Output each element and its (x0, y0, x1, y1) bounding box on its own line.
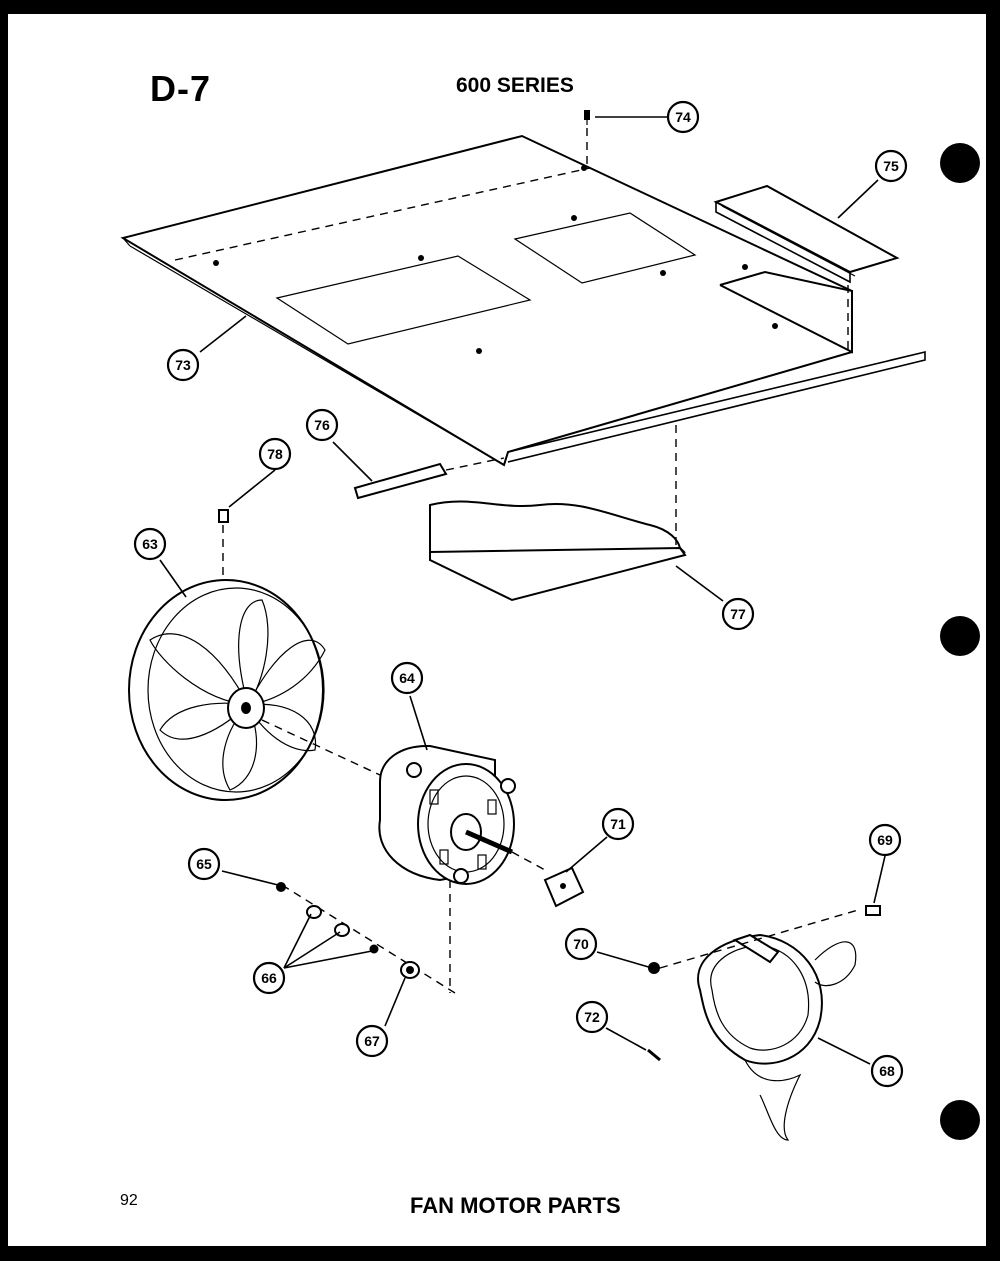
hardware-65-66-67-drawing (276, 880, 456, 994)
callout-69: 69 (868, 823, 902, 857)
insulation-77-drawing (429, 425, 687, 602)
callout-76: 76 (305, 408, 339, 442)
svg-text:69: 69 (877, 832, 893, 848)
callout-71: 71 (601, 807, 635, 841)
fan-blade-63-drawing (128, 579, 381, 801)
svg-text:64: 64 (399, 670, 415, 686)
svg-text:72: 72 (584, 1009, 600, 1025)
svg-text:68: 68 (879, 1063, 895, 1079)
callout-77: 77 (721, 597, 755, 631)
callout-66: 66 (252, 961, 286, 995)
callout-74: 74 (666, 100, 700, 134)
callout-64: 64 (390, 661, 424, 695)
svg-text:65: 65 (196, 856, 212, 872)
svg-text:74: 74 (675, 109, 691, 125)
fan-motor-64-drawing (378, 744, 546, 885)
callout-65: 65 (187, 847, 221, 881)
motor-mount-68-drawing (659, 909, 859, 1141)
page-code: D-7 (150, 68, 212, 109)
svg-text:78: 78 (267, 446, 283, 462)
screw-74-drawing (584, 110, 590, 165)
callout-67: 67 (355, 1024, 389, 1058)
svg-text:76: 76 (314, 417, 330, 433)
binder-hole-bottom (940, 1100, 980, 1140)
callout-78: 78 (258, 437, 292, 471)
svg-text:70: 70 (573, 936, 589, 952)
callout-72: 72 (575, 1000, 609, 1034)
leader-lines (159, 116, 886, 1065)
svg-text:77: 77 (730, 606, 746, 622)
svg-text:73: 73 (175, 357, 191, 373)
callout-70: 70 (564, 927, 598, 961)
svg-text:66: 66 (261, 970, 277, 986)
bracket-75-drawing (713, 184, 900, 355)
svg-text:75: 75 (883, 158, 899, 174)
footer-title: FAN MOTOR PARTS (410, 1193, 621, 1218)
callout-63: 63 (133, 527, 167, 561)
svg-text:67: 67 (364, 1033, 380, 1049)
series-title: 600 SERIES (456, 74, 574, 97)
hardware-69-70-72-drawing (647, 905, 881, 1062)
svg-text:71: 71 (610, 816, 626, 832)
top-panel-73-drawing (120, 134, 926, 467)
binder-hole-middle (940, 616, 980, 656)
pad-71-drawing (543, 866, 585, 908)
svg-text:63: 63 (142, 536, 158, 552)
page-number: 92 (120, 1192, 138, 1209)
callout-75: 75 (874, 149, 908, 183)
callout-68: 68 (870, 1054, 904, 1088)
binder-hole-top (940, 143, 980, 183)
callout-73: 73 (166, 348, 200, 382)
strip-76-drawing (353, 457, 505, 500)
